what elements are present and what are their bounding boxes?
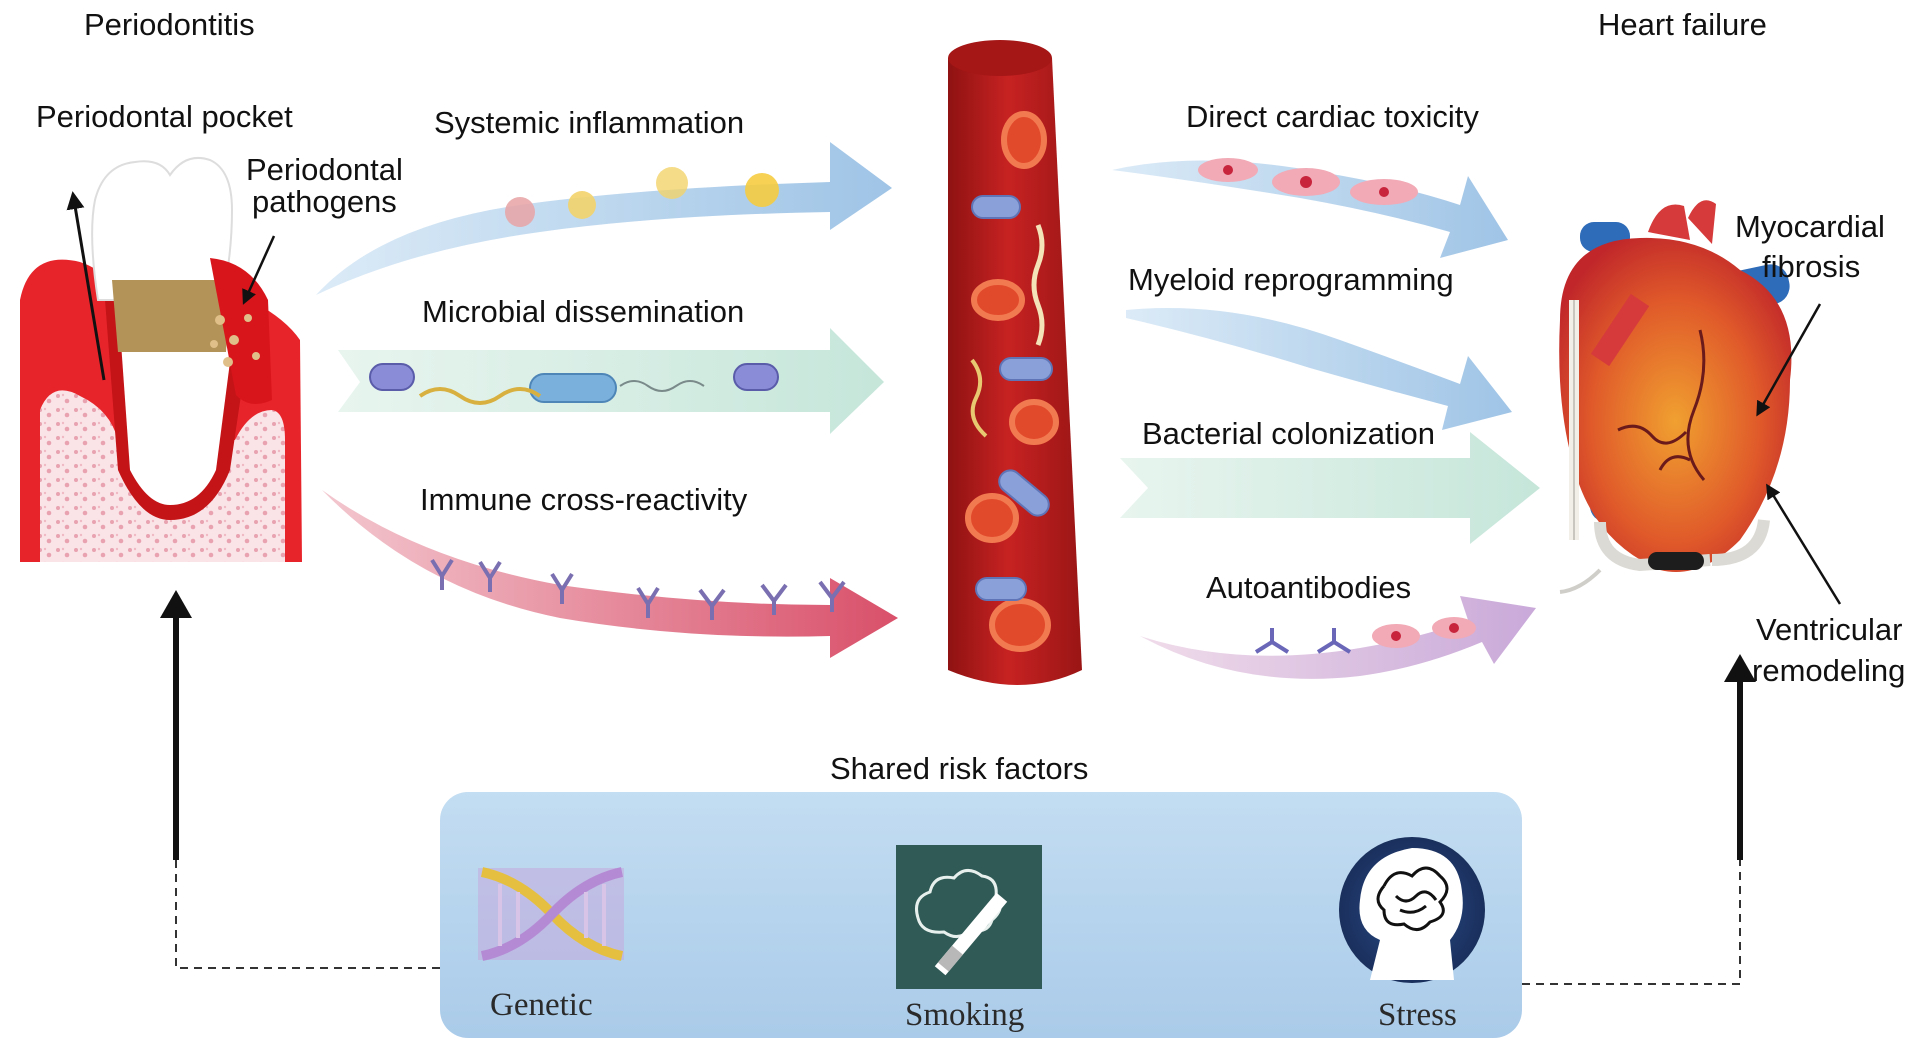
myocardial-fibrosis-label-2: fibrosis bbox=[1762, 249, 1860, 284]
arrow-immune-cross-reactivity bbox=[322, 490, 898, 658]
systemic-inflammation-label: Systemic inflammation bbox=[434, 105, 744, 140]
stress-label: Stress bbox=[1378, 997, 1457, 1033]
ventricular-remodeling-label-2: remodeling bbox=[1752, 653, 1905, 688]
autoantibodies-label: Autoantibodies bbox=[1206, 570, 1411, 605]
pathogen-dots bbox=[210, 314, 260, 367]
smoking-label: Smoking bbox=[905, 997, 1024, 1033]
dna-icon bbox=[478, 867, 624, 961]
heart-illustration bbox=[1559, 200, 1842, 605]
microbial-dissemination-label: Microbial dissemination bbox=[422, 294, 744, 329]
blood-vessel bbox=[948, 40, 1082, 685]
arrow-microbial-dissemination bbox=[338, 328, 884, 434]
pocket-pointer-arrow bbox=[66, 191, 106, 381]
left-dashed-connector bbox=[175, 860, 440, 969]
left-up-arrow bbox=[160, 590, 192, 860]
arrow-myeloid-reprogramming bbox=[1126, 308, 1512, 430]
arrow-direct-cardiac-toxicity bbox=[1112, 158, 1508, 258]
myocardial-fibrosis-label-1: Myocardial bbox=[1735, 209, 1885, 244]
arrow-autoantibodies bbox=[1140, 596, 1536, 679]
periodontal-pocket-label: Periodontal pocket bbox=[36, 99, 293, 134]
immune-cross-reactivity-label: Immune cross-reactivity bbox=[420, 482, 748, 517]
genetic-label: Genetic bbox=[490, 987, 593, 1023]
myeloid-reprogramming-label: Myeloid reprogramming bbox=[1128, 262, 1454, 297]
smoking-icon bbox=[896, 845, 1042, 989]
tooth-illustration bbox=[20, 156, 302, 562]
right-title: Heart failure bbox=[1598, 7, 1767, 42]
shared-risk-title: Shared risk factors bbox=[830, 751, 1088, 786]
arrow-bacterial-colonization bbox=[1120, 432, 1540, 544]
periodontal-pathogens-label-2: pathogens bbox=[252, 184, 397, 219]
remodeling-pointer-line bbox=[1766, 483, 1842, 605]
bacterial-colonization-label: Bacterial colonization bbox=[1142, 416, 1435, 451]
direct-cardiac-toxicity-label: Direct cardiac toxicity bbox=[1186, 99, 1479, 134]
arrow-systemic-inflammation bbox=[316, 142, 892, 295]
periodontal-pathogens-label-1: Periodontal bbox=[246, 152, 403, 187]
right-up-arrow bbox=[1724, 654, 1756, 860]
right-dashed-connector bbox=[1522, 860, 1741, 985]
ventricular-remodeling-label-1: Ventricular bbox=[1756, 612, 1902, 647]
pathogens-pointer-line bbox=[242, 235, 276, 305]
fibrosis-pointer-line bbox=[1756, 303, 1822, 417]
brain-head-icon bbox=[1339, 837, 1485, 983]
left-title: Periodontitis bbox=[84, 7, 255, 42]
